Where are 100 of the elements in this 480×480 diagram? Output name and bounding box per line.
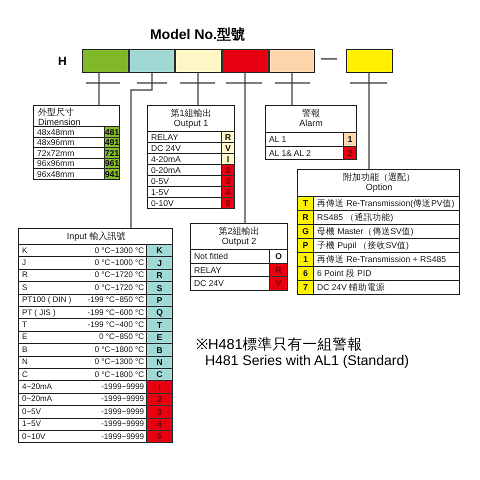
code-cell: J [146,256,172,269]
table-cell: 6 Point 段 PID [313,266,459,280]
input-table [18,228,173,444]
table-cell: RS485 （通訊功能) [313,210,459,224]
table-cell: PT100 ( DIN ) [19,294,74,306]
table-cell: RELAY [148,131,221,142]
connector-line [197,73,199,105]
table-cell: 母機 Master（傳送SV值) [313,224,459,238]
note-text: ※H481標準只有一組警報 [196,336,363,354]
table-cell: DC 24V 輔助電源 [313,280,459,294]
table-cell: 96x48mm [34,168,104,178]
code-cell: R [269,262,287,276]
connector-line [130,73,153,228]
code-box [269,49,315,73]
code-cell: G [298,224,313,238]
code-box [129,49,175,73]
connector-line [291,73,293,105]
code-box [346,49,393,73]
table-cell: 再傳送 Re-Transmission + RS485 [313,252,459,266]
table-cell: 再傳送 Re-Transmission(傳送PV值) [313,196,459,210]
alarm-table [265,105,357,160]
table-cell: 0-20mA [148,164,221,175]
code-cell: R [146,268,172,282]
code-cell: 5 [221,197,234,208]
table-cell: 4-20mA [148,153,221,164]
code-cell: N [146,356,172,368]
table-cell: -1999~9999 [74,430,146,442]
table-heading: 第1組輸出 Output 1 [169,107,212,130]
code-cell: V [221,142,234,153]
code-cell: I [146,380,172,393]
table-cell: C [19,368,74,380]
code-box [222,49,269,73]
title: Model No.型號 [150,26,245,44]
code-cell: P [298,238,313,252]
code-cell: S [146,281,172,294]
code-cell: B [146,343,172,356]
code-cell: V [269,276,287,290]
table-cell: DC 24V [191,276,269,290]
table-cell: 子機 Pupil （接收SV值) [313,238,459,252]
table-cell: 96x96mm [34,158,104,168]
code-cell: K [146,244,172,256]
connector-line [98,73,100,105]
code-cell: I [221,153,234,164]
code-cell: 2 [221,164,234,175]
dimension-table [33,105,120,180]
output-table [147,105,235,209]
table-cell: DC 24V [148,142,221,153]
code-cell: 5 [146,430,172,442]
code-cell: P [146,294,172,306]
code-cell: 6 [298,266,313,280]
code-cell: 1 [343,132,356,146]
table-heading: 外型尺寸 Dimension [37,106,82,126]
code-cell: 2 [146,392,172,406]
code-cell: 941 [104,168,119,178]
code-box [175,49,222,73]
table-cell: -199 °C~600 °C [74,306,146,318]
table-cell: 0~10V [19,430,74,442]
code-cell: 961 [104,158,119,168]
table-cell: 0-5V [148,175,221,186]
code-cell: E [146,330,172,344]
code-cell: 4 [146,418,172,430]
code-cell: Q [146,306,172,318]
connector-line [368,73,370,169]
output-table [190,223,288,290]
code-cell: 3 [221,175,234,186]
code-cell: C [146,368,172,380]
table-cell: 1-5V [148,186,221,197]
code-cell: 721 [104,147,119,158]
table-heading: 第2組輸出 Output 2 [217,225,260,248]
code-cell: R [298,210,313,224]
code-cell: 1 [298,252,313,266]
table-heading: 附加功能（選配） Option [342,171,416,194]
code-cell: T [298,196,313,210]
table-cell: 48x48mm [34,126,104,136]
table-cell: 48x96mm [34,136,104,147]
table-cell: 0 °C~1800 °C [74,368,146,380]
code-cell: R [221,131,234,142]
option-table [297,169,460,295]
table-heading: Input 輸入訊號 [66,230,126,243]
dash-sign: — [321,51,337,67]
code-cell: T [146,318,172,331]
note-text: H481 Series with AL1 (Standard) [205,352,409,368]
code-cell: 7 [298,280,313,294]
table-cell: 72x72mm [34,147,104,158]
table-cell: 0-10V [148,197,221,208]
table-cell: 0 °C~1300 °C [74,244,146,256]
table-cell: PT ( JIS ) [19,306,74,318]
code-cell: 491 [104,136,119,147]
connector-line [244,73,246,223]
table-cell: Not fitted [191,249,269,262]
table-cell: RELAY [191,262,269,276]
model-prefix: H [58,54,67,68]
code-cell: 4 [221,186,234,197]
table-cell: AL 1& AL 2 [266,146,343,159]
table-cell: K [19,244,74,256]
code-box [82,49,129,73]
code-cell: O [269,249,287,262]
code-cell: 3 [146,405,172,418]
code-cell: 481 [104,126,119,136]
table-heading: 警報 Alarm [298,107,324,130]
